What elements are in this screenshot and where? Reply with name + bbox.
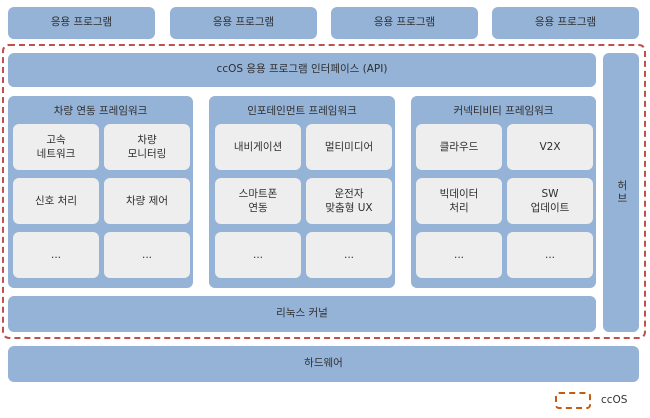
framework-cell: 차량 모니터링 xyxy=(104,124,190,170)
hub-column: 허브 xyxy=(603,53,639,332)
framework-cell: ... xyxy=(306,232,392,278)
hub-label: 허브 xyxy=(615,180,628,205)
kernel-layer: 리눅스 커널 xyxy=(8,296,596,332)
framework-cell: ... xyxy=(104,232,190,278)
app-box-4: 응용 프로그램 xyxy=(492,7,639,39)
ccos-boundary xyxy=(2,44,646,339)
hardware-layer: 하드웨어 xyxy=(8,346,639,382)
app-box-1: 응용 프로그램 xyxy=(8,7,155,39)
framework-cell: ... xyxy=(507,232,593,278)
framework-cell: ... xyxy=(13,232,99,278)
framework-cell: 차량 제어 xyxy=(104,178,190,224)
framework-cell: ... xyxy=(416,232,502,278)
api-layer: ccOS 응용 프로그램 인터페이스 (API) xyxy=(8,53,596,87)
app-box-2: 응용 프로그램 xyxy=(170,7,317,39)
framework-cell: SW 업데이트 xyxy=(507,178,593,224)
framework-title: 인포테인먼트 프레임워크 xyxy=(247,105,357,117)
framework-cell: 신호 처리 xyxy=(13,178,99,224)
framework-vehicle: 차량 연동 프레임워크 고속 네트워크 차량 모니터링 신호 처리 차량 제어 … xyxy=(8,96,193,288)
framework-cell: V2X xyxy=(507,124,593,170)
framework-title: 커넥티비티 프레임워크 xyxy=(453,105,554,117)
framework-cell: 멀티미디어 xyxy=(306,124,392,170)
legend-ccos-swatch xyxy=(555,392,591,409)
app-box-3: 응용 프로그램 xyxy=(331,7,478,39)
framework-connectivity: 커넥티비티 프레임워크 클라우드 V2X 빅데이터 처리 SW 업데이트 ...… xyxy=(411,96,596,288)
framework-cell: 클라우드 xyxy=(416,124,502,170)
framework-cell: 고속 네트워크 xyxy=(13,124,99,170)
framework-infotainment: 인포테인먼트 프레임워크 내비게이션 멀티미디어 스마트폰 연동 운전자 맞춤형… xyxy=(209,96,395,288)
framework-cell: 빅데이터 처리 xyxy=(416,178,502,224)
framework-cell: 스마트폰 연동 xyxy=(215,178,301,224)
framework-title: 차량 연동 프레임워크 xyxy=(53,105,148,117)
framework-cell: 내비게이션 xyxy=(215,124,301,170)
legend-ccos-label: ccOS xyxy=(601,394,628,406)
framework-cell: 운전자 맞춤형 UX xyxy=(306,178,392,224)
framework-cell: ... xyxy=(215,232,301,278)
